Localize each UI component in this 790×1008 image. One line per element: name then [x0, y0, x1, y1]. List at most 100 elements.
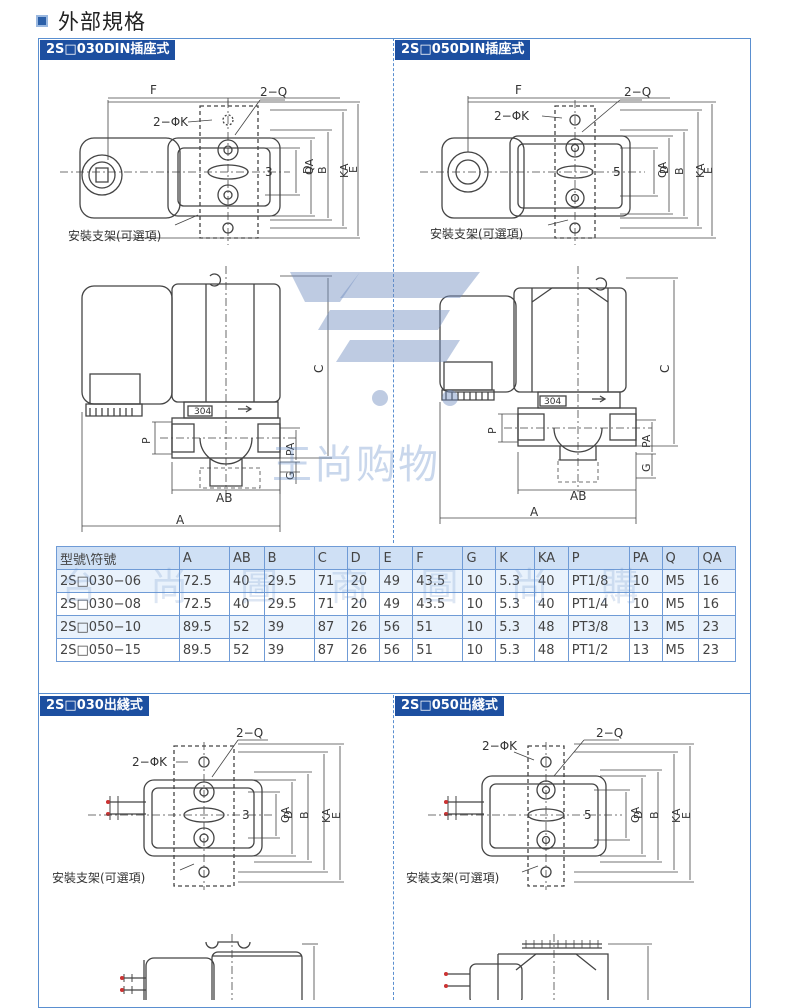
- din030-label-port: 3: [265, 165, 273, 179]
- header-model: 型號\符號: [56, 546, 180, 570]
- spec-table-header-row: 型號\符號 A AB B C D E F G K KA P PA Q QA: [56, 546, 736, 570]
- header-qa: QA: [698, 546, 736, 570]
- din030-label-2phik: 2−ΦK: [153, 115, 189, 129]
- table-cell: 39: [263, 638, 315, 662]
- table-cell: 13: [628, 638, 663, 662]
- cable030-side-view: [120, 934, 318, 1000]
- table-cell: 56: [379, 638, 414, 662]
- table-row: 2S□050−10 89.5 52 39 87 26 56 51 10 5.3 …: [56, 615, 736, 639]
- table-cell: M5: [661, 615, 700, 639]
- table-cell: 26: [346, 638, 381, 662]
- din050-label-material: 304: [544, 397, 561, 407]
- cable030-label-qa: QA: [279, 806, 292, 823]
- din050-label-d: D: [658, 166, 671, 174]
- table-row: 2S□050−15 89.5 52 39 87 26 56 51 10 5.3 …: [56, 638, 736, 662]
- table-cell: 87: [313, 615, 348, 639]
- din050-label-pa: PA: [640, 434, 653, 448]
- table-cell: 23: [698, 615, 736, 639]
- din050-label-bracket: 安裝支架(可選項): [430, 226, 523, 241]
- cable030-top-view: 2−Q 2−ΦK 3 QA D B KA E 安裝支架(可選項): [52, 726, 344, 890]
- table-row: 2S□030−08 72.5 40 29.5 71 20 49 43.5 10 …: [56, 592, 736, 616]
- table-cell: 5.3: [495, 638, 535, 662]
- din030-label-c: C: [312, 365, 326, 373]
- cable030-label-d: D: [282, 811, 295, 819]
- section-divider: [38, 693, 751, 694]
- din050-label-p: P: [486, 427, 499, 434]
- cable050-label-qa: QA: [629, 806, 642, 823]
- table-cell: 39: [263, 615, 315, 639]
- table-cell: 5.3: [495, 615, 535, 639]
- page-heading: 外部規格: [36, 8, 146, 34]
- cable050-label-b: B: [648, 811, 661, 819]
- table-cell: 48: [533, 615, 569, 639]
- cable050-label-bracket: 安裝支架(可選項): [406, 870, 499, 885]
- table-cell: 23: [698, 638, 736, 662]
- section-tag-cable030: 2S□030出綫式: [40, 696, 149, 716]
- din030-label-b: B: [316, 166, 329, 174]
- watermark-text-2: 台 尚 圖 商 圖 尚 購: [60, 565, 659, 609]
- spec-table: 型號\符號 A AB B C D E F G K KA P PA Q QA 2S…: [56, 546, 736, 662]
- table-cell: 43.5: [412, 592, 464, 616]
- table-cell: 72.5: [178, 569, 231, 593]
- table-cell: 20: [346, 592, 381, 616]
- table-cell: PT1/2: [567, 638, 630, 662]
- section-tag-din050: 2S□050DIN插座式: [395, 40, 531, 60]
- din030-label-g: G: [284, 471, 297, 480]
- table-cell: 52: [229, 615, 265, 639]
- heading-text: 外部規格: [58, 10, 146, 34]
- table-cell: 2S□050−15: [56, 638, 180, 662]
- din050-label-f: F: [515, 83, 522, 97]
- din030-label-p: P: [140, 437, 153, 444]
- table-cell: 51: [412, 615, 464, 639]
- header-d: D: [346, 546, 381, 570]
- din050-top-view: F 2−Q 2−ΦK 5 QA D B KA E 安裝支架(可選項): [420, 83, 716, 245]
- table-cell: M5: [661, 638, 700, 662]
- column-divider: [393, 38, 394, 543]
- din050-label-qa: QA: [656, 161, 669, 178]
- table-cell: 29.5: [263, 592, 315, 616]
- cable030-label-2q: 2−Q: [236, 726, 263, 740]
- table-cell: 10: [462, 592, 497, 616]
- din050-label-b: B: [673, 167, 686, 175]
- table-row: 2S□030−06 72.5 40 29.5 71 20 49 43.5 10 …: [56, 569, 736, 593]
- table-cell: 26: [346, 615, 381, 639]
- din030-top-view: F 2−Q 2−ΦK 3 QA D B KA E 安裝支架(可選項): [60, 83, 360, 245]
- din050-label-2q: 2−Q: [624, 85, 651, 99]
- table-cell: PT3/8: [567, 615, 630, 639]
- cable050-label-ka: KA: [670, 808, 683, 823]
- din050-label-c: C: [658, 365, 672, 373]
- din030-label-bracket: 安裝支架(可選項): [68, 228, 161, 243]
- cable050-label-d: D: [632, 811, 645, 819]
- cable030-label-e: E: [330, 812, 343, 819]
- cable030-label-ka: KA: [320, 808, 333, 823]
- din030-label-qa: QA: [303, 158, 316, 175]
- heading-square-icon: [36, 15, 48, 27]
- din050-label-port: 5: [613, 165, 621, 179]
- table-cell: 89.5: [178, 638, 231, 662]
- table-cell: 2S□030−08: [56, 592, 180, 616]
- din030-side-view: 304 C P PA G AB A: [81, 266, 332, 532]
- table-cell: 2S□030−06: [56, 569, 180, 593]
- table-cell: 5.3: [495, 592, 535, 616]
- table-cell: 13: [628, 615, 663, 639]
- column-divider-lower: [393, 695, 394, 1000]
- table-cell: 51: [412, 638, 464, 662]
- cable050-label-2phik: 2−ΦK: [482, 739, 518, 753]
- table-cell: 52: [229, 638, 265, 662]
- cable050-side-view: [444, 934, 652, 1000]
- din050-label-g: G: [640, 463, 653, 472]
- table-cell: 48: [533, 638, 569, 662]
- table-cell: 10: [462, 615, 497, 639]
- table-cell: M5: [661, 569, 700, 593]
- table-cell: 10: [462, 638, 497, 662]
- din050-label-ka: KA: [694, 163, 707, 178]
- din030-label-e: E: [347, 166, 360, 173]
- din050-label-a: A: [530, 505, 539, 519]
- header-ab: AB: [229, 546, 265, 570]
- din050-label-2phik: 2−ΦK: [494, 109, 530, 123]
- table-cell: 16: [698, 569, 736, 593]
- din050-label-ab: AB: [570, 489, 586, 503]
- din050-label-e: E: [702, 167, 715, 174]
- table-cell: 10: [462, 569, 497, 593]
- table-cell: 16: [698, 592, 736, 616]
